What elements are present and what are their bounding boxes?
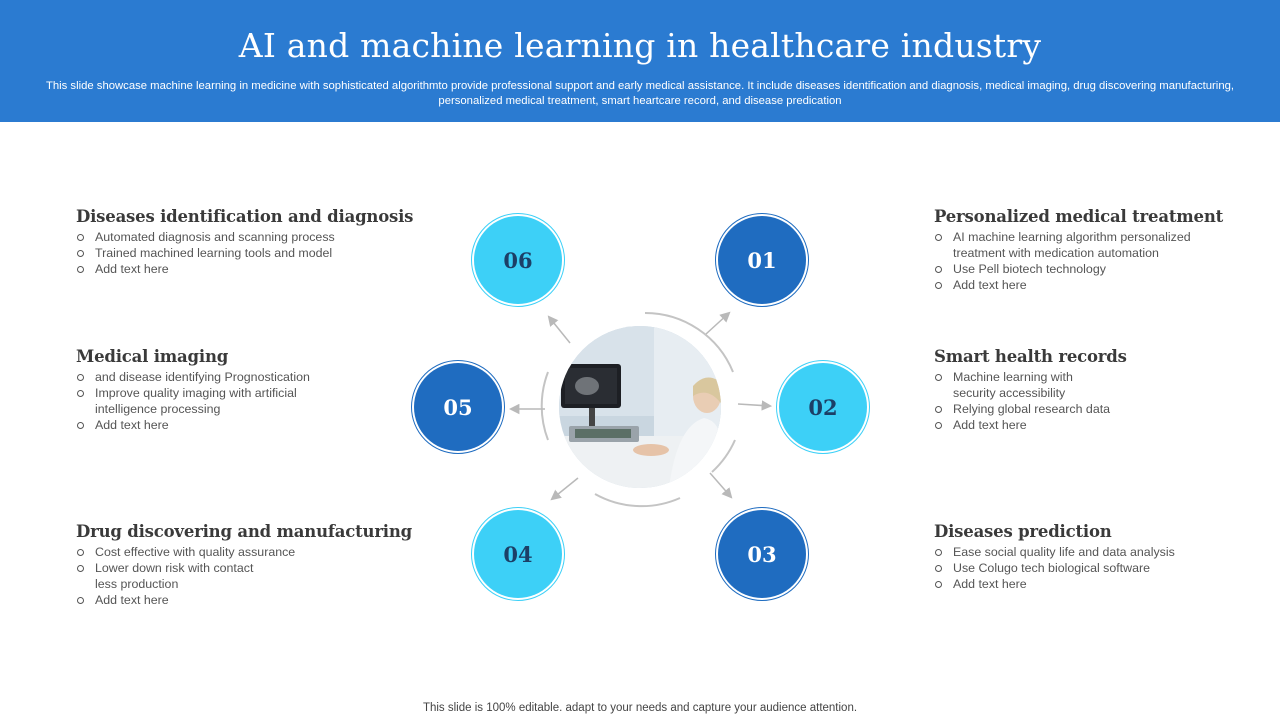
- step-03-circle: 03: [715, 507, 809, 601]
- list-item: and disease identifying Prognostication: [76, 369, 416, 385]
- list-item-continuation: intelligence processing: [95, 402, 221, 416]
- outer-arc-right: [711, 439, 736, 473]
- smart-records-block: Smart health records Machine learning wi…: [934, 347, 1234, 433]
- diseases-identification-block: Diseases identification and diagnosis Au…: [76, 207, 416, 277]
- diseases-prediction-block: Diseases prediction Ease social quality …: [934, 522, 1234, 592]
- list-item: Lower down risk with contact: [76, 560, 416, 576]
- arrow-to-02: [737, 400, 773, 411]
- medical-imaging-block: Medical imaging and disease identifying …: [76, 347, 416, 433]
- slide-title: AI and machine learning in healthcare in…: [238, 26, 1042, 65]
- personalized-treatment-block: Personalized medical treatment AI machin…: [934, 207, 1234, 293]
- list-item: Ease social quality life and data analys…: [934, 544, 1234, 560]
- list-item: Add text here: [76, 261, 416, 277]
- list-item: Relying global research data: [934, 401, 1234, 417]
- list-item-continuation: less production: [95, 577, 179, 591]
- list-item: Add text here: [934, 277, 1234, 293]
- list-item: Cost effective with quality assurance: [76, 544, 416, 560]
- step-06-circle: 06: [471, 213, 565, 307]
- block-title: Drug discovering and manufacturing: [76, 522, 413, 541]
- block-title: Diseases identification and diagnosis: [76, 207, 414, 226]
- block-title: Medical imaging: [76, 347, 229, 366]
- step-02-circle: 02: [776, 360, 870, 454]
- list-item: Add text here: [76, 417, 416, 433]
- step-04-circle: 04: [471, 507, 565, 601]
- arrow-to-04: [550, 477, 579, 501]
- arrow-to-06: [547, 315, 571, 344]
- block-title: Smart health records: [934, 347, 1127, 366]
- list-item: AI machine learning algorithm personaliz…: [934, 229, 1234, 245]
- outer-arc-left: [540, 371, 549, 441]
- list-item: Add text here: [934, 576, 1234, 592]
- arrow-to-03: [709, 472, 733, 499]
- arrow-to-01: [705, 311, 731, 335]
- step-01-circle: 01: [715, 213, 809, 307]
- drug-discovering-block: Drug discovering and manufacturing Cost …: [76, 522, 416, 608]
- outer-arc-top: [644, 311, 734, 373]
- outer-arc-bottom: [594, 493, 681, 508]
- list-item-continuation: security accessibility: [953, 386, 1066, 400]
- list-item: Improve quality imaging with artificial: [76, 385, 416, 401]
- block-title: Diseases prediction: [934, 522, 1112, 541]
- header-banner: AI and machine learning in healthcare in…: [0, 0, 1280, 122]
- list-item: Trained machined learning tools and mode…: [76, 245, 416, 261]
- list-item: Use Colugo tech biological software: [934, 560, 1234, 576]
- slide-subtitle: This slide showcase machine learning in …: [45, 80, 1235, 107]
- list-item: Add text here: [934, 417, 1234, 433]
- list-item-continuation: treatment with medication automation: [953, 246, 1159, 260]
- list-item: Use Pell biotech technology: [934, 261, 1234, 277]
- list-item: Machine learning with: [934, 369, 1234, 385]
- step-05-circle: 05: [411, 360, 505, 454]
- list-item: Automated diagnosis and scanning process: [76, 229, 416, 245]
- block-title: Personalized medical treatment: [934, 207, 1224, 226]
- doctor-ultrasound-photo: [559, 326, 721, 488]
- list-item: Add text here: [76, 592, 416, 608]
- footer-note: This slide is 100% editable. adapt to yo…: [422, 702, 858, 714]
